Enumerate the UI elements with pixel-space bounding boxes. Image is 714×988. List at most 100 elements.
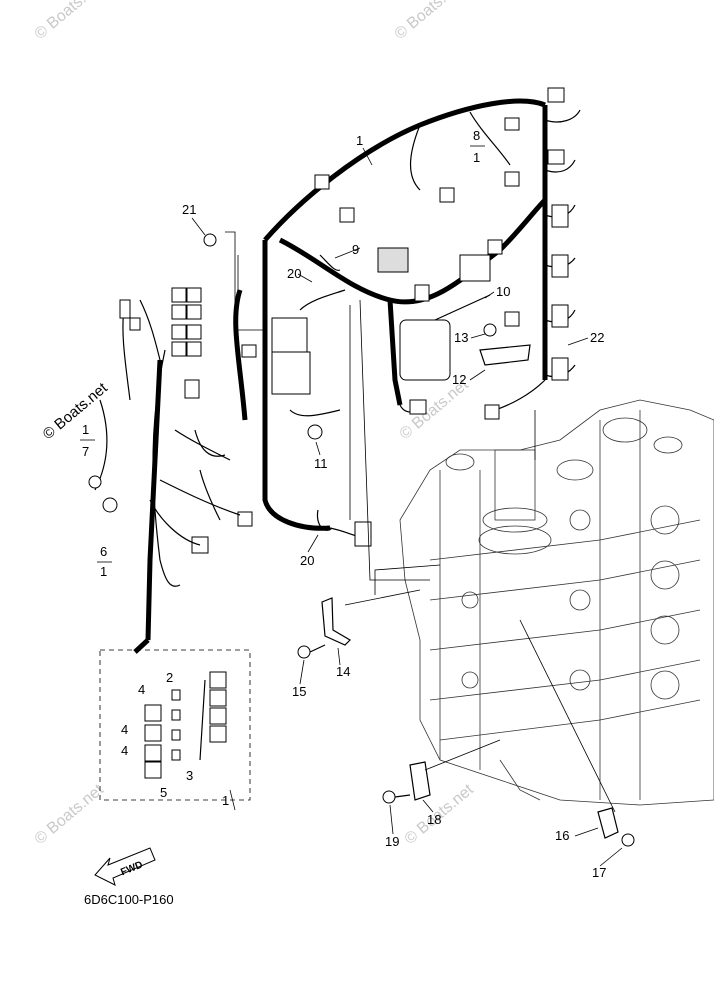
connector bbox=[414, 284, 430, 302]
callout-17: 17 bbox=[592, 865, 606, 880]
connector bbox=[551, 304, 569, 328]
relay-inset bbox=[99, 638, 251, 811]
callout-8-ref: 1 bbox=[473, 150, 480, 165]
relay bbox=[144, 704, 162, 722]
bolt bbox=[621, 833, 635, 847]
sensor bbox=[102, 497, 118, 513]
connector bbox=[551, 204, 569, 228]
callout-1-inset: 1 bbox=[222, 793, 229, 808]
bolt bbox=[297, 645, 311, 659]
connector bbox=[484, 404, 500, 420]
engine-block bbox=[399, 399, 714, 806]
callout-14: 14 bbox=[336, 664, 350, 679]
coil-pack bbox=[399, 319, 451, 381]
callout-4-b: 4 bbox=[121, 722, 128, 737]
relay bbox=[144, 761, 162, 779]
sensor bbox=[184, 379, 200, 399]
clamp bbox=[319, 254, 341, 271]
fuse bbox=[171, 749, 181, 761]
callout-15: 15 bbox=[292, 684, 306, 699]
connector bbox=[551, 357, 569, 381]
connector bbox=[314, 174, 330, 190]
watermark-top-left: © Boats.net bbox=[32, 0, 108, 43]
relay bbox=[171, 341, 187, 357]
callout-18: 18 bbox=[427, 812, 441, 827]
relay bbox=[186, 324, 202, 340]
relay bbox=[171, 287, 187, 303]
connector bbox=[504, 171, 520, 187]
relay bbox=[186, 341, 202, 357]
callout-16: 16 bbox=[555, 828, 569, 843]
bolt bbox=[307, 424, 323, 440]
reference-lines bbox=[225, 231, 616, 813]
callout-2: 2 bbox=[166, 670, 173, 685]
drawing-code: 6D6C100-P160 bbox=[84, 892, 174, 907]
callout-12: 12 bbox=[452, 372, 466, 387]
watermark-bottom-left: © Boats.net bbox=[32, 781, 108, 848]
callout-6-ref: 1 bbox=[100, 564, 107, 579]
fuse bbox=[171, 689, 181, 701]
connector bbox=[241, 344, 257, 358]
sensor bbox=[119, 299, 131, 319]
connector bbox=[504, 117, 520, 131]
relay bbox=[209, 725, 227, 743]
callout-21: 21 bbox=[182, 202, 196, 217]
connector bbox=[409, 399, 427, 415]
bolt bbox=[203, 233, 217, 247]
relay bbox=[144, 724, 162, 742]
clamp bbox=[316, 509, 333, 531]
watermark-top-right: © Boats.net bbox=[392, 0, 468, 43]
bracket bbox=[479, 344, 531, 366]
bracket bbox=[409, 761, 431, 801]
connector bbox=[237, 511, 253, 527]
fuse bbox=[171, 709, 181, 721]
callout-4-a: 4 bbox=[138, 682, 145, 697]
sensor bbox=[129, 317, 141, 331]
callout-7: 7 bbox=[82, 444, 89, 459]
callout-11: 11 bbox=[314, 456, 328, 471]
callout-19: 19 bbox=[385, 834, 399, 849]
callout-20-bottom: 20 bbox=[300, 553, 314, 568]
connector bbox=[547, 149, 565, 165]
callout-8: 8 bbox=[473, 128, 480, 143]
connector bbox=[547, 87, 565, 103]
connector bbox=[504, 311, 520, 327]
relay bbox=[186, 287, 202, 303]
relay bbox=[209, 689, 227, 707]
callout-6: 6 bbox=[100, 544, 107, 559]
relay bbox=[171, 304, 187, 320]
relay bbox=[171, 324, 187, 340]
wire-tie bbox=[434, 294, 491, 321]
bolt bbox=[483, 323, 497, 337]
callout-7-ref: 1 bbox=[82, 422, 89, 437]
connector bbox=[439, 187, 455, 203]
wiring-harness bbox=[88, 87, 635, 847]
fwd-arrow-icon: FWD bbox=[94, 847, 156, 886]
module-lower bbox=[271, 351, 311, 395]
callout-13: 13 bbox=[454, 330, 468, 345]
connector bbox=[339, 207, 355, 223]
callout-3: 3 bbox=[186, 768, 193, 783]
connector-block bbox=[459, 254, 491, 282]
callout-4-c: 4 bbox=[121, 743, 128, 758]
watermark-left: © Boats.net bbox=[40, 379, 112, 443]
bolt bbox=[382, 790, 396, 804]
connector bbox=[487, 239, 503, 255]
fuse bbox=[171, 729, 181, 741]
callout-22: 22 bbox=[590, 330, 604, 345]
connector bbox=[354, 521, 372, 547]
relay bbox=[186, 304, 202, 320]
relay bbox=[144, 744, 162, 762]
relay bbox=[209, 671, 227, 689]
module-upper bbox=[271, 317, 308, 357]
callouts: 1 8 1 21 9 20 10 13 22 12 1 7 11 6 1 20 … bbox=[80, 128, 623, 880]
bracket bbox=[321, 597, 351, 646]
callout-5: 5 bbox=[160, 785, 167, 800]
callout-1: 1 bbox=[356, 133, 363, 148]
sensor bbox=[88, 475, 102, 489]
connector bbox=[551, 254, 569, 278]
callout-20-top: 20 bbox=[287, 266, 301, 281]
callout-10: 10 bbox=[496, 284, 510, 299]
relay-block bbox=[377, 247, 409, 273]
